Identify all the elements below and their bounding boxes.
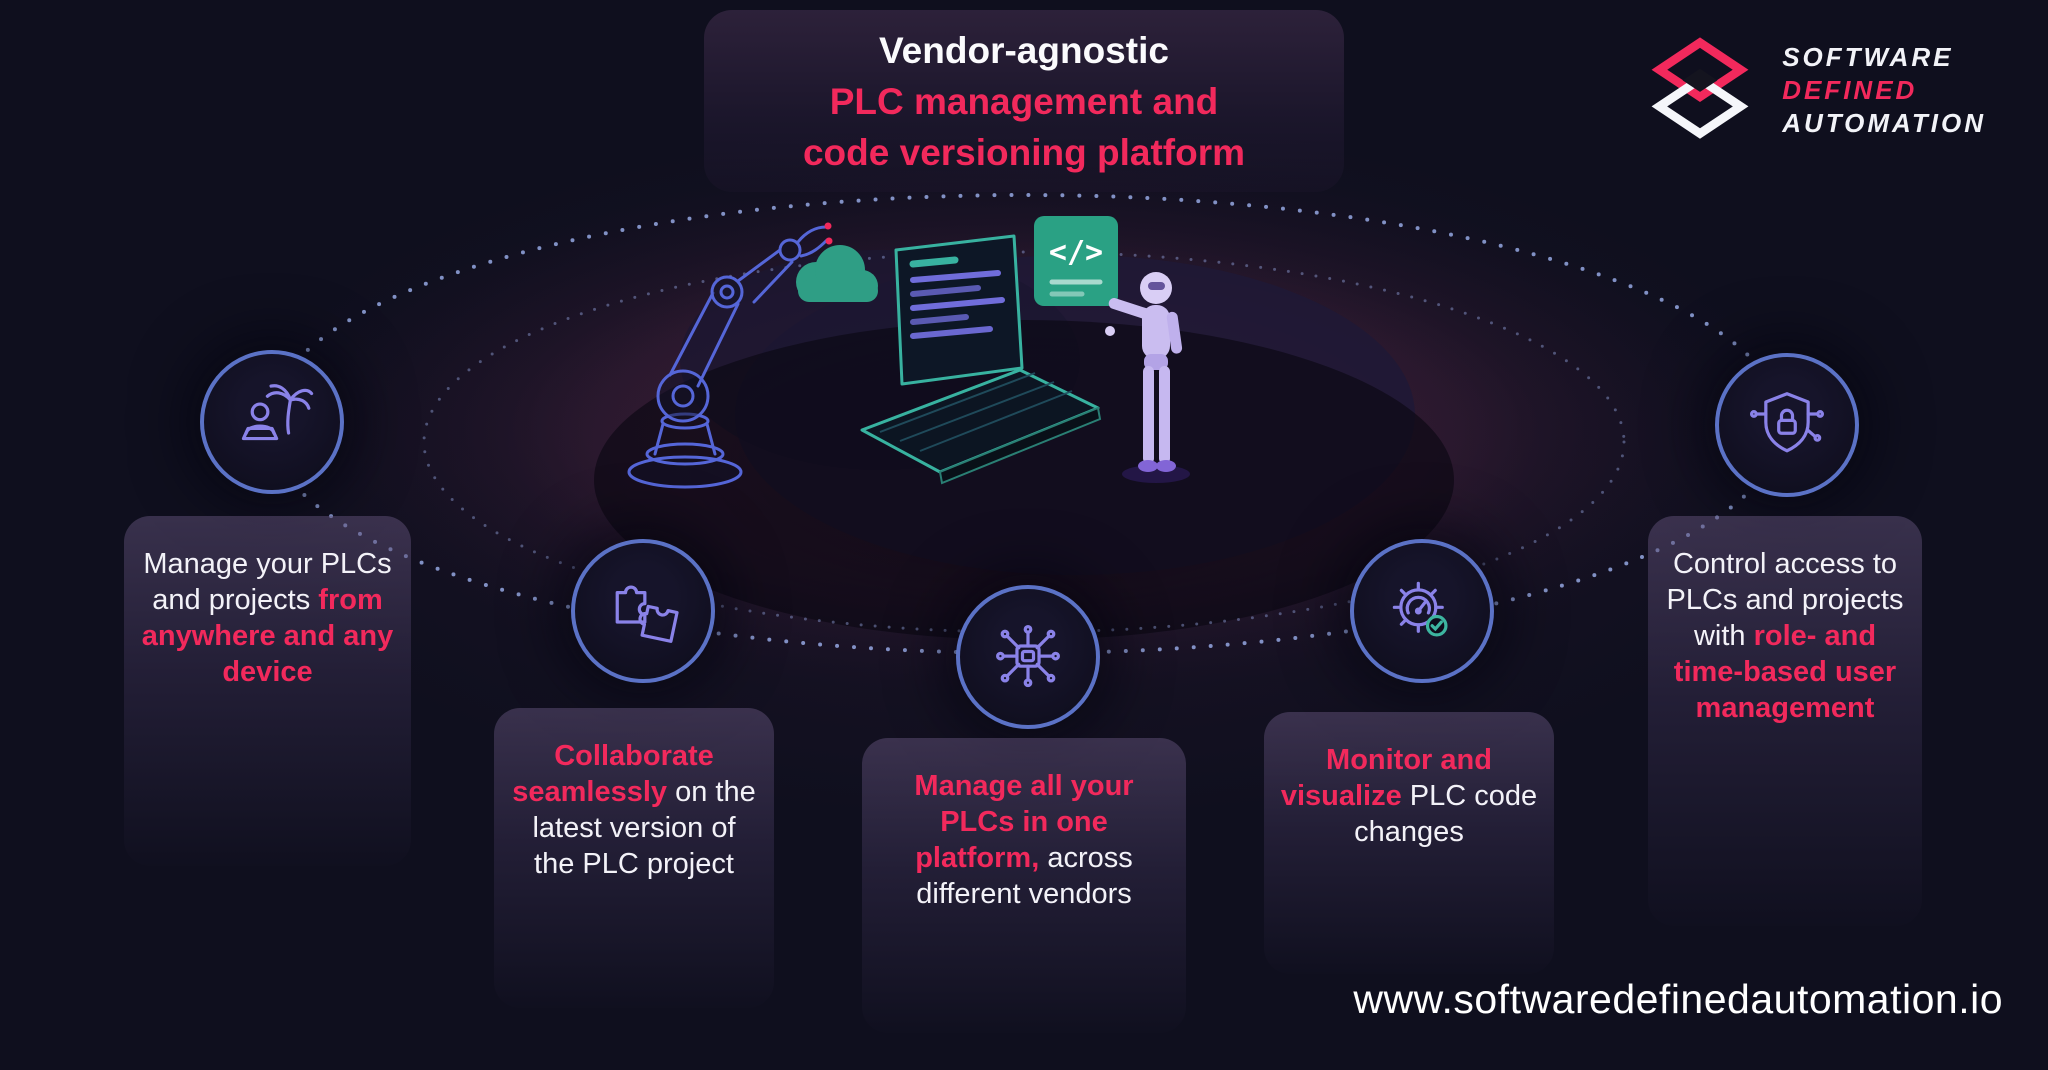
monitoring-gear-icon-glyph [1392,581,1448,637]
collaboration-puzzle-icon-glyph [615,585,679,643]
logo-word-automation: AUTOMATION [1782,107,1986,138]
title-card: Vendor-agnostic PLC management and code … [704,10,1344,192]
feature-card-one-platform: Manage all your PLCs in one platform, ac… [862,738,1186,1033]
laptop-illustration [860,234,1102,485]
title-line-3: code versioning platform [802,131,1245,173]
monitoring-gear-icon [1350,539,1494,683]
code-panel-illustration: </> [1034,216,1118,306]
feature-text-highlight: Collaborate seamlessly [512,740,714,808]
logo-word-software: SOFTWARE [1782,41,1954,72]
feature-text-highlight: from anywhere and any device [141,584,394,688]
security-shield-icon [1715,353,1859,497]
logo: SOFTWARE DEFINED AUTOMATION [1642,34,1986,146]
center-illustration: </> [627,216,1190,489]
collaboration-puzzle-icon [571,539,715,683]
cloud-icon [796,245,878,302]
feature-text-highlight: Monitor and visualize [1280,744,1492,812]
feature-card-collaboration: Collaborate seamlessly on the latest ver… [494,708,774,1008]
feature-text-plain: on the latest version of the PLC project [532,776,756,880]
feature-text-highlight: role- and time-based user management [1673,620,1897,724]
title-line-1: Vendor-agnostic [879,29,1169,71]
feature-text: Monitor and visualize PLC code changes [1280,742,1538,850]
feature-text: Control access to PLCs and projects with… [1664,546,1906,726]
feature-card-remote-access: Manage your PLCs and projects from anywh… [124,516,411,866]
remote-work-icon [200,350,344,494]
sda-logo-icon [1651,37,1749,139]
feature-text: Manage all your PLCs in one platform, ac… [878,768,1170,912]
plc-network-icon [956,585,1100,729]
inner-dotted-ring [422,250,1626,634]
code-symbol: </> [1049,235,1103,270]
feature-text-plain: across different vendors [916,842,1133,910]
logo-text: SOFTWARE DEFINED AUTOMATION [1782,41,1986,140]
robot-arm-illustration [627,222,833,489]
logo-word-defined: DEFINED [1782,74,1918,105]
humanoid-robot-illustration [1105,272,1190,483]
security-shield-icon-glyph [1749,392,1825,453]
feature-text-plain: Manage your PLCs and projects [143,548,392,616]
platform-shadow [594,320,1454,640]
feature-text: Manage your PLCs and projects from anywh… [140,546,395,690]
feature-text-plain: PLC code changes [1354,780,1538,848]
plc-network-icon-glyph [996,625,1060,688]
remote-work-icon-glyph [241,384,314,441]
feature-text-plain: Control access to PLCs and projects with [1666,548,1904,652]
feature-card-monitoring: Monitor and visualize PLC code changes [1264,712,1554,974]
title-line-2: PLC management and [829,80,1219,122]
feature-text: Collaborate seamlessly on the latest ver… [510,738,758,882]
feature-text-highlight: Manage all your PLCs in one platform, [914,770,1134,874]
feature-card-access-control: Control access to PLCs and projects with… [1648,516,1922,926]
website-url: www.softwaredefinedautomation.io [1353,976,2003,1022]
